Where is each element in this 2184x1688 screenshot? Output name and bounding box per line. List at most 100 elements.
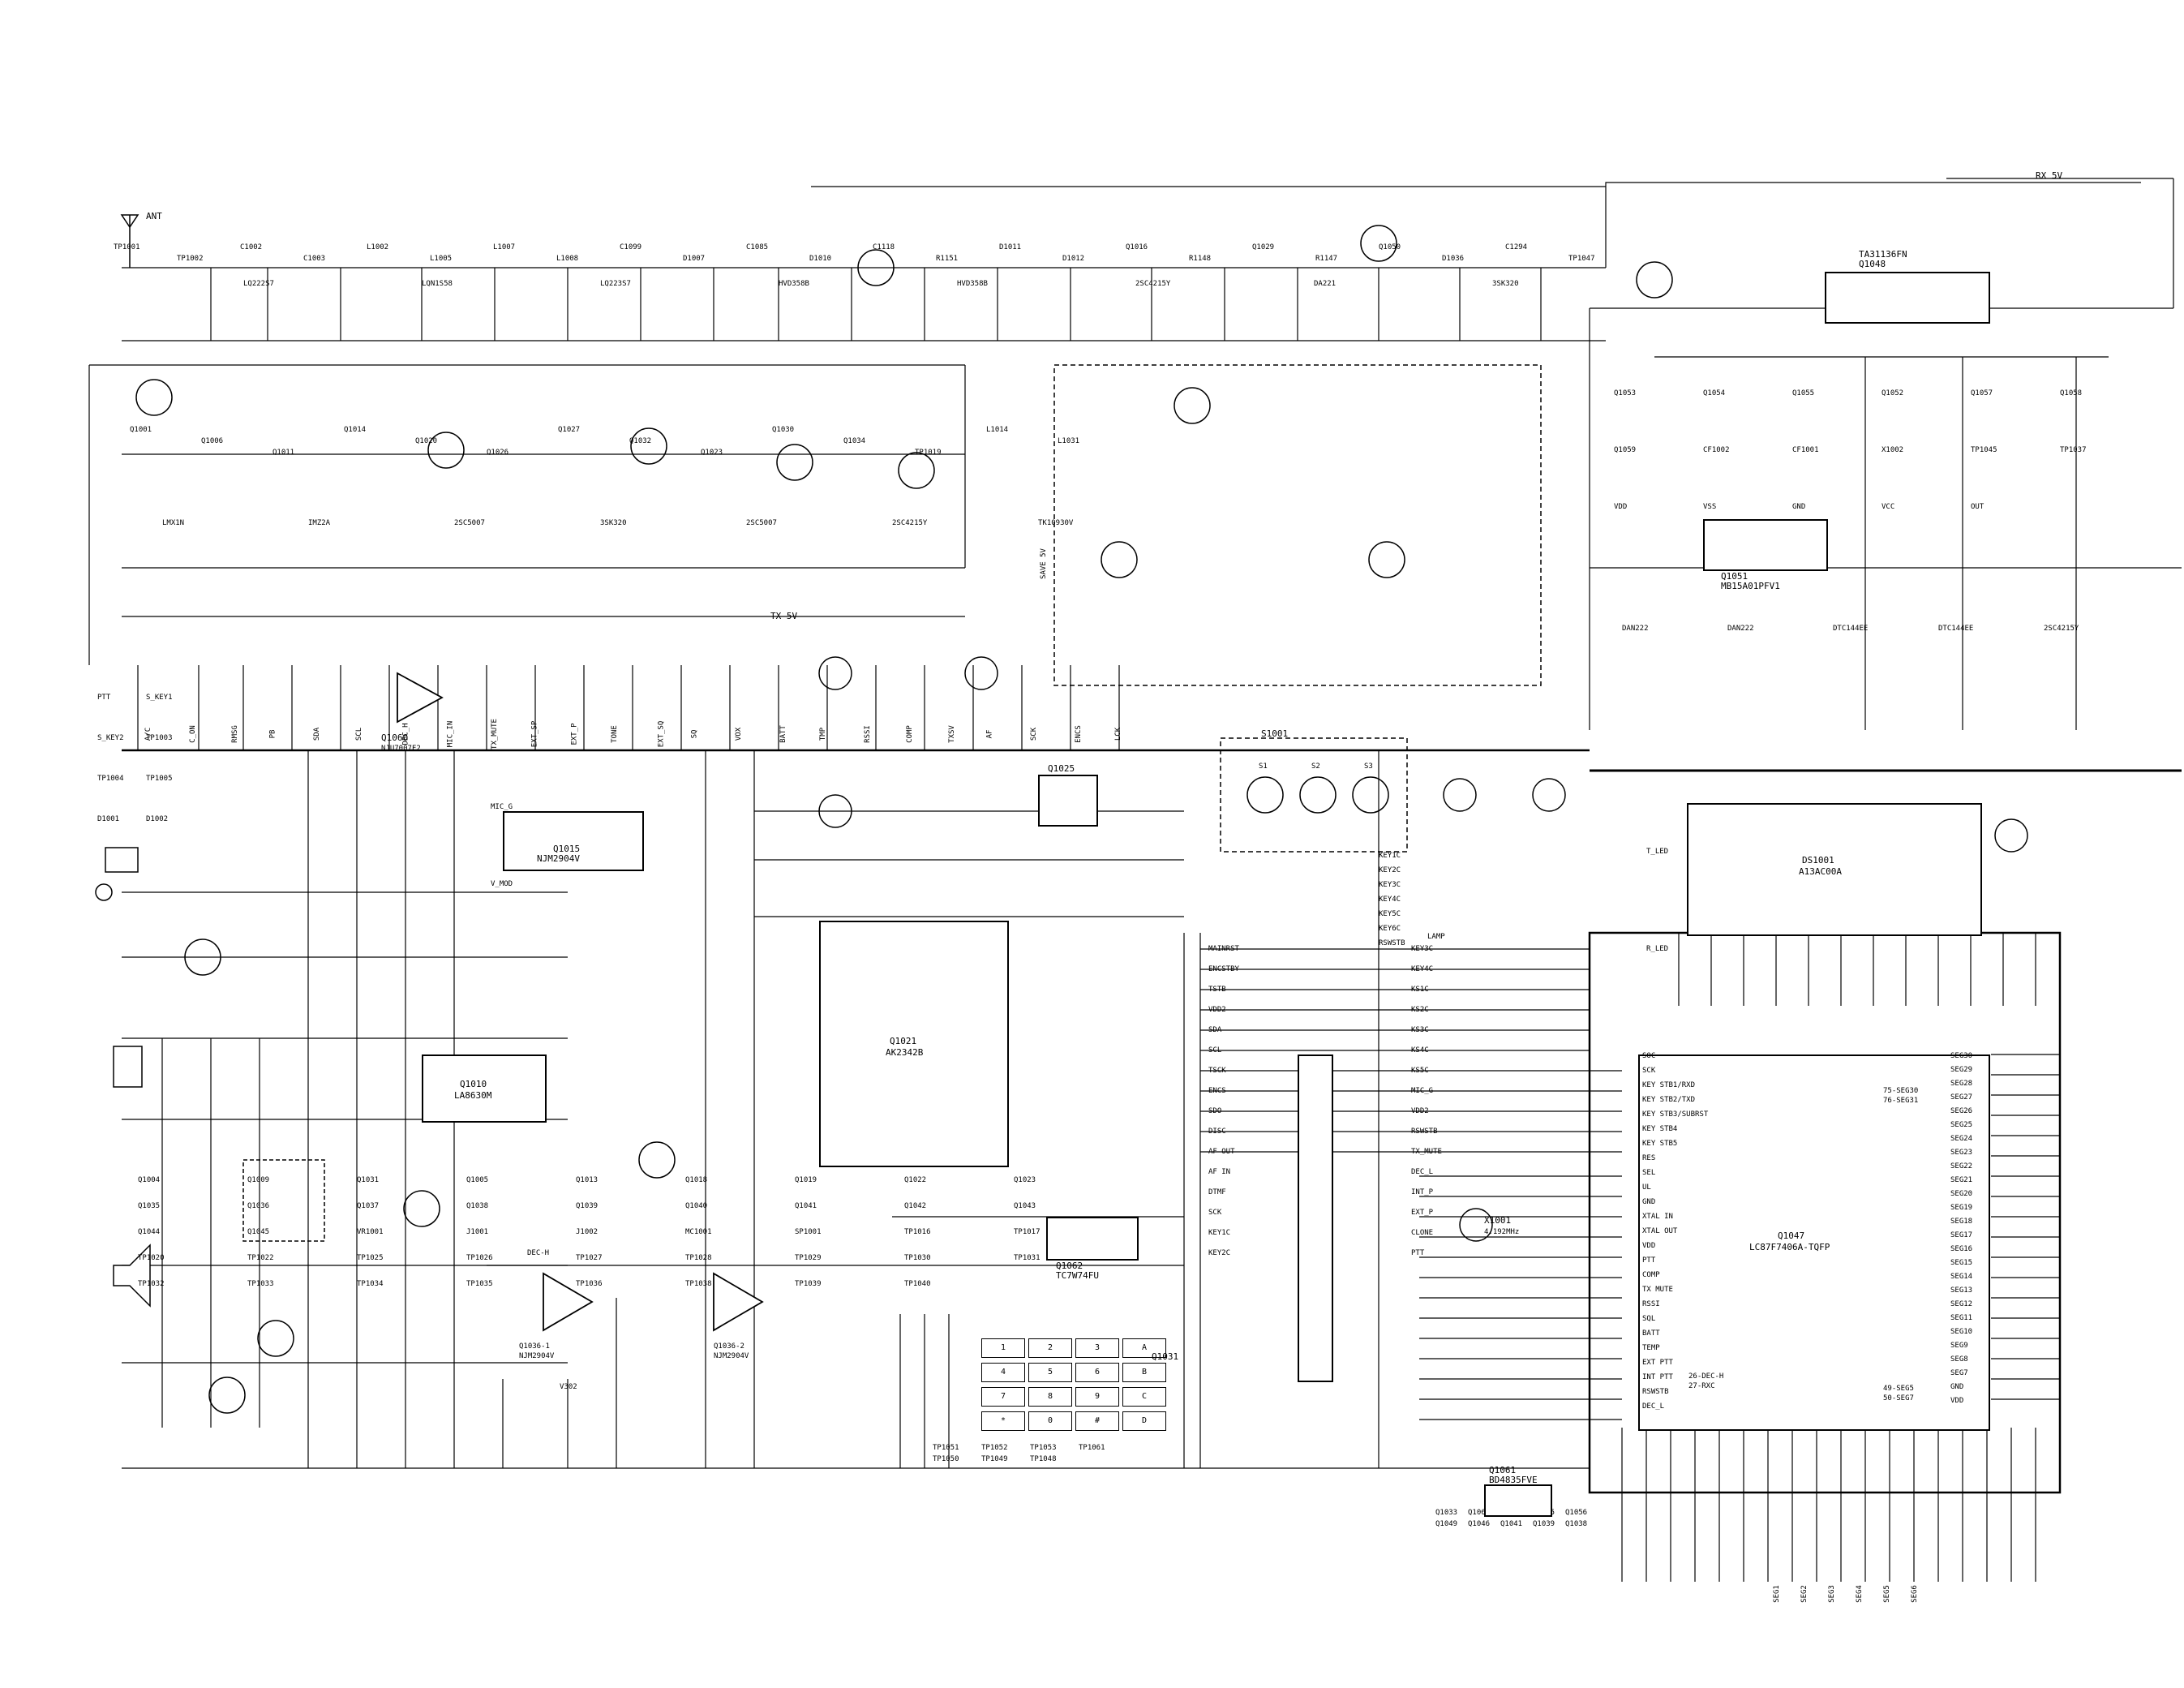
- ic-q1048-part: TA31136FN: [1859, 249, 1907, 260]
- transistor-q1057-icon: [1459, 1208, 1493, 1242]
- bus-label: SCK: [1030, 727, 1039, 741]
- mcu-bottom-pin: SEG5: [1882, 1585, 1891, 1603]
- signal-label: KEY3C: [1411, 945, 1434, 953]
- keypad-key[interactable]: C: [1122, 1387, 1166, 1407]
- mcu-right-pin: SEG27: [1950, 1093, 1973, 1102]
- keypad-key[interactable]: B: [1122, 1363, 1166, 1382]
- mcu-right-pin: SEG22: [1950, 1162, 1973, 1170]
- rf-part-number: HVD358B: [779, 280, 809, 288]
- mcu-left-pin: EXT PTT: [1642, 1359, 1673, 1367]
- q1036-1-ref: Q1036-1: [519, 1342, 550, 1351]
- mcu-right-pin: SEG20: [1950, 1190, 1973, 1198]
- keypad-key[interactable]: 3: [1075, 1338, 1119, 1358]
- rf-component-label: C1294: [1505, 243, 1528, 251]
- audio-component-label: TP1040: [904, 1280, 931, 1288]
- keypad-key[interactable]: 4: [981, 1363, 1025, 1382]
- rf-right-label: CF1002: [1703, 446, 1730, 454]
- keypad-key[interactable]: 9: [1075, 1387, 1119, 1407]
- audio-component-label: Q1038: [466, 1202, 489, 1210]
- if-component-label: Q1030: [772, 426, 795, 434]
- tx5v-label: TX 5V: [770, 611, 798, 621]
- mcu-note-e: 49-SEG5: [1883, 1385, 1914, 1393]
- bus-label: A/C: [144, 727, 153, 741]
- mcu-right-pin: SEG15: [1950, 1259, 1973, 1267]
- bus-label: TONE: [610, 725, 619, 743]
- test-point-label: TP1049: [981, 1455, 1008, 1463]
- mcu-left-pin: KEY STB4: [1642, 1125, 1678, 1133]
- rf-component-label: D1012: [1062, 255, 1085, 263]
- keypad-key[interactable]: #: [1075, 1411, 1119, 1431]
- lamp-label: LAMP: [1427, 933, 1445, 941]
- mcu-left-pin: RSSI: [1642, 1300, 1660, 1308]
- component-ref: Q1039: [1533, 1520, 1555, 1528]
- ic-q1025-ref: Q1025: [1048, 763, 1075, 774]
- if-part-number: 3SK320: [600, 519, 627, 527]
- connector-label: TP1005: [146, 775, 173, 783]
- bus-label: EXT_SQ: [657, 720, 666, 748]
- connector-label: TP1003: [146, 734, 173, 742]
- transistor-q1037-icon: [638, 1141, 676, 1179]
- mcu-part: LC87F7406A-TQFP: [1749, 1242, 1830, 1252]
- audio-component-label: TP1031: [1014, 1254, 1041, 1262]
- audio-component-label: Q1036: [247, 1202, 270, 1210]
- audio-component-label: TP1026: [466, 1254, 493, 1262]
- signal-label: SCL: [1208, 1046, 1222, 1054]
- ic-q1051: Q1051 MB15A01PFV1: [1703, 519, 1828, 591]
- audio-component-label: Q1022: [904, 1176, 927, 1184]
- rf-part-number: LQN1S58: [422, 280, 453, 288]
- mcu-bottom-pin: SEG2: [1800, 1585, 1809, 1603]
- rf-component-label: Q1016: [1126, 243, 1148, 251]
- keypad-key[interactable]: D: [1122, 1411, 1166, 1431]
- signal-label: KS1C: [1411, 986, 1429, 994]
- transistor-q1011-icon: [630, 427, 667, 465]
- connector-j1002: [1298, 1054, 1333, 1382]
- mcu-left-pin: XTAL OUT: [1642, 1227, 1678, 1235]
- keypad-key[interactable]: 6: [1075, 1363, 1119, 1382]
- if-component-label: TP1019: [915, 449, 942, 457]
- keypad-key[interactable]: 8: [1028, 1387, 1072, 1407]
- signal-label: DISC: [1208, 1127, 1226, 1136]
- keypad-key[interactable]: 7: [981, 1387, 1025, 1407]
- audio-component-label: Q1040: [685, 1202, 708, 1210]
- keypad-key[interactable]: A: [1122, 1338, 1166, 1358]
- component-ref: Q1056: [1565, 1509, 1588, 1517]
- keypad-key[interactable]: *: [981, 1411, 1025, 1431]
- keypad-key[interactable]: 5: [1028, 1363, 1072, 1382]
- transistor-q1042-icon: [1994, 818, 2028, 853]
- q1060-ref: Q1060: [381, 732, 409, 743]
- rf-right-label: VDD: [1614, 503, 1628, 511]
- bus-label: EXT_SP: [530, 720, 539, 748]
- switch-s1-icon: [1246, 776, 1284, 814]
- keypad-key[interactable]: 0: [1028, 1411, 1072, 1431]
- q1036-2-ref: Q1036-2: [714, 1342, 744, 1351]
- audio-component-label: Q1035: [138, 1202, 161, 1210]
- speaker-icon: [113, 1243, 151, 1308]
- mcu-left-pin: SEL: [1642, 1169, 1656, 1177]
- bus-label: MIC_IN: [446, 720, 455, 748]
- bus-label: SDA: [313, 727, 322, 741]
- mcu-left-pin: PTT: [1642, 1256, 1656, 1265]
- connector-label: D1001: [97, 815, 120, 823]
- if-part-number: 2SC5007: [746, 519, 777, 527]
- save5v-label: SAVE 5V: [1039, 548, 1048, 579]
- mcu-left-pin: GND: [1642, 1198, 1656, 1206]
- keypad-key[interactable]: 2: [1028, 1338, 1072, 1358]
- test-point-label: TP1050: [933, 1455, 959, 1463]
- switch-s3-icon: [1352, 776, 1389, 814]
- transistor-q1030-icon: [1368, 541, 1405, 578]
- if-component-label: Q1032: [629, 437, 652, 445]
- audio-component-label: J1002: [576, 1228, 599, 1236]
- audio-component-label: Q1042: [904, 1202, 927, 1210]
- audio-component-label: Q1018: [685, 1176, 708, 1184]
- mcu-bottom-pin: SEG6: [1910, 1585, 1919, 1603]
- opamp-q1036-1-icon: [543, 1272, 594, 1332]
- switch-key-label: KEY4C: [1379, 896, 1401, 904]
- audio-component-label: TP1027: [576, 1254, 603, 1262]
- audio-component-label: Q1039: [576, 1202, 599, 1210]
- audio-component-label: Q1004: [138, 1176, 161, 1184]
- keypad-key[interactable]: 1: [981, 1338, 1025, 1358]
- signal-label: MIC_G: [1411, 1087, 1434, 1095]
- ic-q1015: Q1015 NJM2904V: [503, 811, 644, 871]
- rf-component-label: Q1050: [1379, 243, 1401, 251]
- opamp-q1060-icon: [397, 672, 444, 724]
